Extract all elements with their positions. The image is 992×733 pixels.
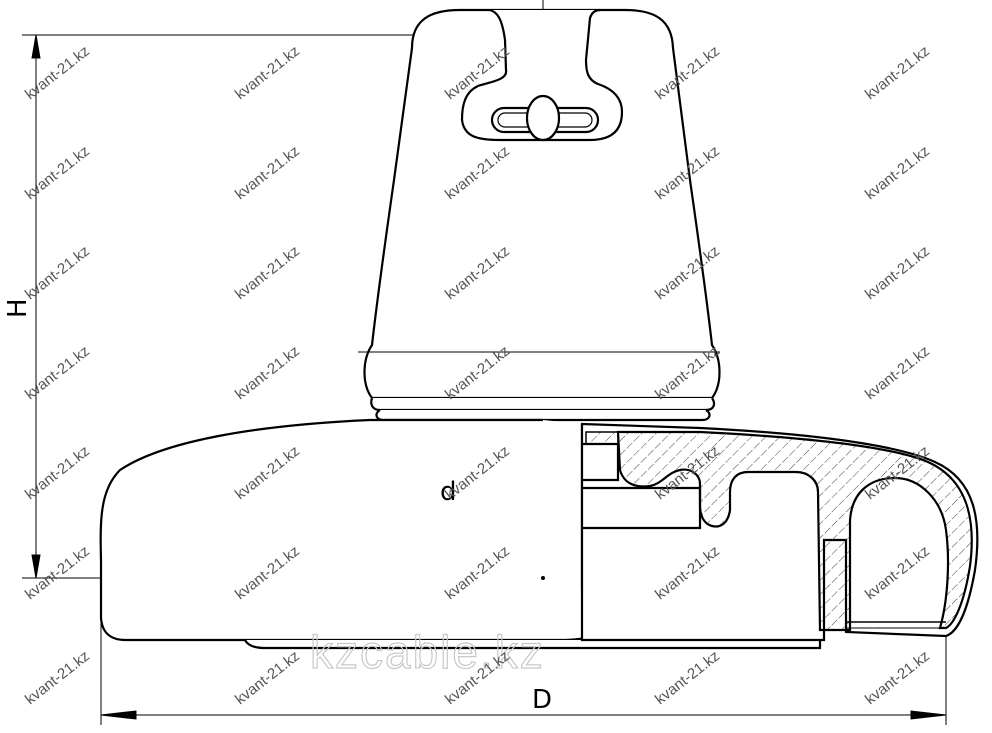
watermark-text: kvant-21.kz [232,143,303,204]
watermark-text: kvant-21.kz [22,543,93,604]
watermark-text: kvant-21.kz [22,443,93,504]
center-point [541,576,545,580]
watermark-text: kvant-21.kz [22,343,93,404]
outer-diameter-label: D [532,685,552,715]
watermark-text: kvant-21.kz [862,343,933,404]
section-hatching [582,430,973,632]
watermark-text: kvant-21.kz [232,343,303,404]
watermark-text: kvant-21.kz [232,243,303,304]
watermark-text: kvant-21.kz [862,243,933,304]
inner-diameter-label: d [440,477,457,507]
watermark-text: kvant-21.kz [22,243,93,304]
metal-cap [358,8,721,422]
watermark-text: kvant-21.kz [22,143,93,204]
watermark-text: kvant-21.kz [22,648,93,709]
central-watermark: kzcable.kz [310,626,545,678]
watermark-text: kvant-21.kz [232,648,303,709]
watermark-text: kvant-21.kz [232,43,303,104]
height-label: H [3,298,33,318]
watermark-text: kvant-21.kz [862,143,933,204]
watermark-text: kvant-21.kz [862,648,933,709]
watermark-text: kvant-21.kz [862,43,933,104]
watermark-text: kvant-21.kz [652,648,723,709]
